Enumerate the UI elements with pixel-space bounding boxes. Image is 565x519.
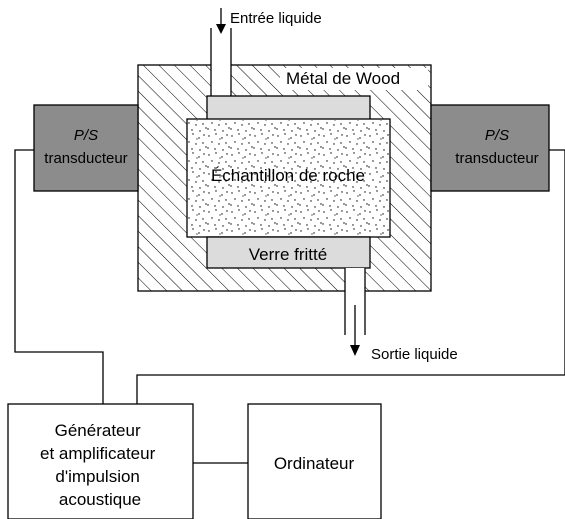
inlet-label: Entrée liquide xyxy=(230,10,322,27)
top-fritted-glass xyxy=(206,95,371,121)
generator-label-line-2: et amplificateur xyxy=(40,444,156,463)
left-transducer xyxy=(33,104,139,192)
bottom-fritted-glass xyxy=(206,236,371,269)
right-transducer xyxy=(430,104,550,192)
fritted-glass-label: Verre fritté xyxy=(249,245,327,264)
pulse-generator-box xyxy=(7,403,194,519)
generator-label-line-4: acoustique xyxy=(59,490,141,509)
generator-label-line-1: Générateur xyxy=(55,421,141,440)
left-transducer-name: transducteur xyxy=(44,150,127,167)
right-transducer-type: P/S xyxy=(485,127,509,144)
computer-box xyxy=(247,403,382,519)
wood-metal-label-bg xyxy=(280,68,428,90)
right-transducer-name: transducteur xyxy=(455,150,538,167)
inlet-arrow-head xyxy=(216,24,226,34)
left-transducer-wire xyxy=(14,149,104,404)
generator-label: Générateur et amplificateur d'impulsion … xyxy=(40,421,160,509)
outlet-channel xyxy=(345,268,365,292)
computer-label: Ordinateur xyxy=(274,454,355,473)
outlet-label: Sortie liquide xyxy=(371,346,458,363)
rock-sample-texture xyxy=(188,120,389,236)
inlet-channel xyxy=(211,64,231,96)
wood-metal-label: Métal de Wood xyxy=(286,69,400,88)
rock-sample-label: Échantillon de roche xyxy=(211,166,365,185)
generator-label-line-3: d'impulsion xyxy=(55,467,140,486)
right-transducer-wire xyxy=(136,149,565,404)
left-transducer-type: P/S xyxy=(74,127,98,144)
outlet-arrow-head xyxy=(350,345,360,356)
